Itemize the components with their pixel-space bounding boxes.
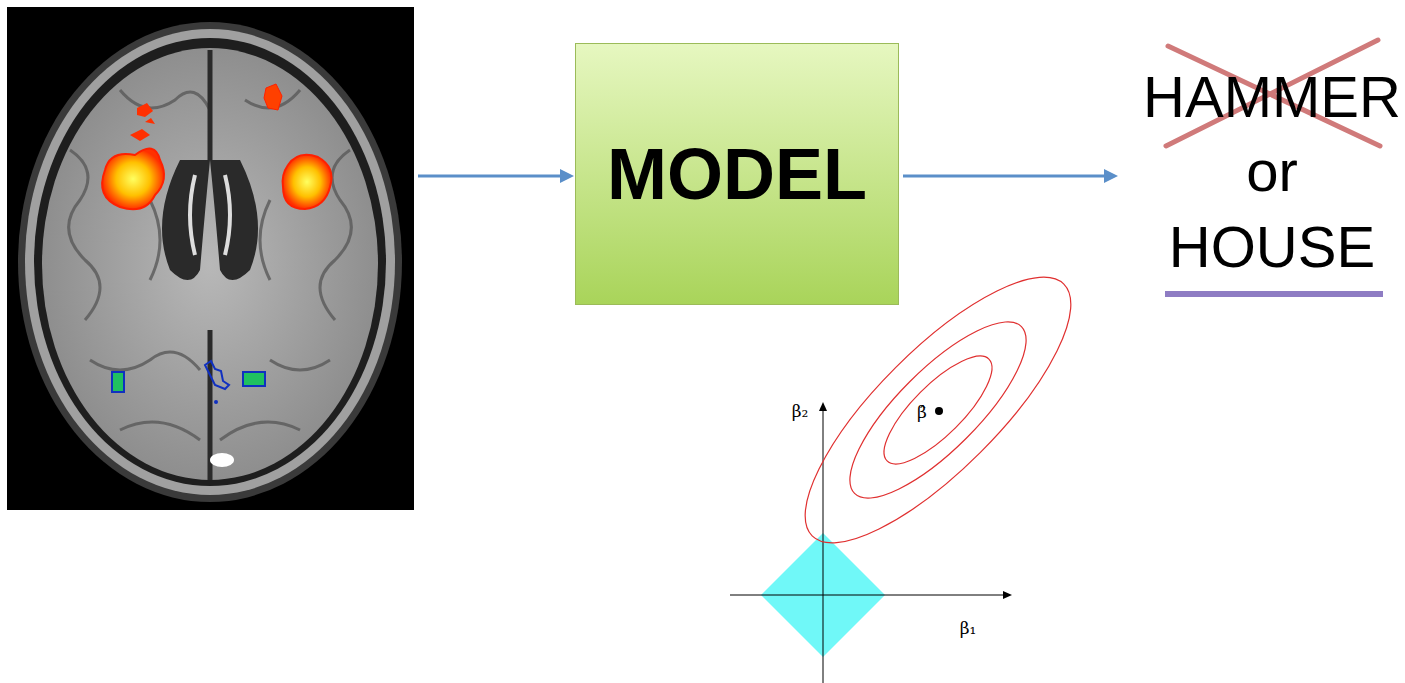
box-label: MODEL [607, 133, 867, 215]
estimate-label: β̂ [917, 402, 927, 422]
underline [1165, 291, 1383, 297]
axis-label: β₁ [960, 618, 977, 638]
lasso-plot [730, 242, 1106, 683]
struck-label: HAMMER [1143, 63, 1401, 130]
answer-label: HOUSE [1169, 213, 1375, 280]
connective-label: or [1246, 137, 1298, 204]
axis-label: β₂ [792, 401, 809, 421]
brain-scan [7, 7, 414, 510]
process-box: MODEL [575, 43, 899, 305]
